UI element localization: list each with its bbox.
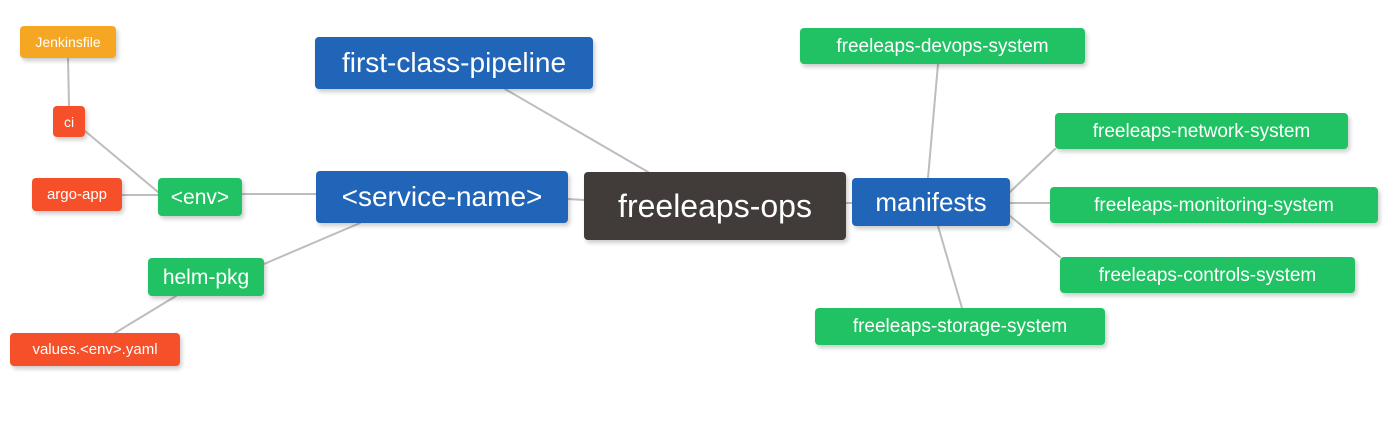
node-manifests[interactable]: manifests <box>852 178 1010 226</box>
node-label-values-yaml: values.<env>.yaml <box>32 341 158 358</box>
node-freeleaps-devops-system[interactable]: freeleaps-devops-system <box>800 28 1085 64</box>
node-freeleaps-network-system[interactable]: freeleaps-network-system <box>1055 113 1348 149</box>
node-label-env: <env> <box>170 185 230 209</box>
node-label-freeleaps-controls-system: freeleaps-controls-system <box>1098 264 1317 286</box>
node-label-ci: ci <box>63 113 75 130</box>
node-label-freeleaps-storage-system: freeleaps-storage-system <box>852 316 1068 337</box>
node-argo-app[interactable]: argo-app <box>32 178 122 211</box>
node-freeleaps-storage-system[interactable]: freeleaps-storage-system <box>815 308 1105 345</box>
node-freeleaps-monitoring-system[interactable]: freeleaps-monitoring-system <box>1050 187 1378 223</box>
node-label-jenkinsfile: Jenkinsfile <box>35 34 101 50</box>
node-env[interactable]: <env> <box>158 178 242 216</box>
node-label-freeleaps-network-system: freeleaps-network-system <box>1092 120 1311 142</box>
node-ci[interactable]: ci <box>53 106 85 137</box>
node-freeleaps-controls-system[interactable]: freeleaps-controls-system <box>1060 257 1355 293</box>
node-service-name[interactable]: <service-name> <box>316 171 568 223</box>
node-first-class-pipeline[interactable]: first-class-pipeline <box>315 37 593 89</box>
node-label-manifests: manifests <box>875 187 987 217</box>
node-freeleaps-ops[interactable]: freeleaps-ops <box>584 172 846 240</box>
node-helm-pkg[interactable]: helm-pkg <box>148 258 264 296</box>
node-jenkinsfile[interactable]: Jenkinsfile <box>20 26 116 58</box>
node-label-argo-app: argo-app <box>46 186 108 203</box>
node-label-freeleaps-monitoring-system: freeleaps-monitoring-system <box>1094 194 1334 216</box>
node-label-helm-pkg: helm-pkg <box>162 265 250 289</box>
node-values-yaml[interactable]: values.<env>.yaml <box>10 333 180 366</box>
node-label-service-name: <service-name> <box>341 181 543 212</box>
node-label-first-class-pipeline: first-class-pipeline <box>341 47 567 78</box>
node-label-freeleaps-ops: freeleaps-ops <box>618 188 812 224</box>
node-label-freeleaps-devops-system: freeleaps-devops-system <box>836 35 1049 57</box>
